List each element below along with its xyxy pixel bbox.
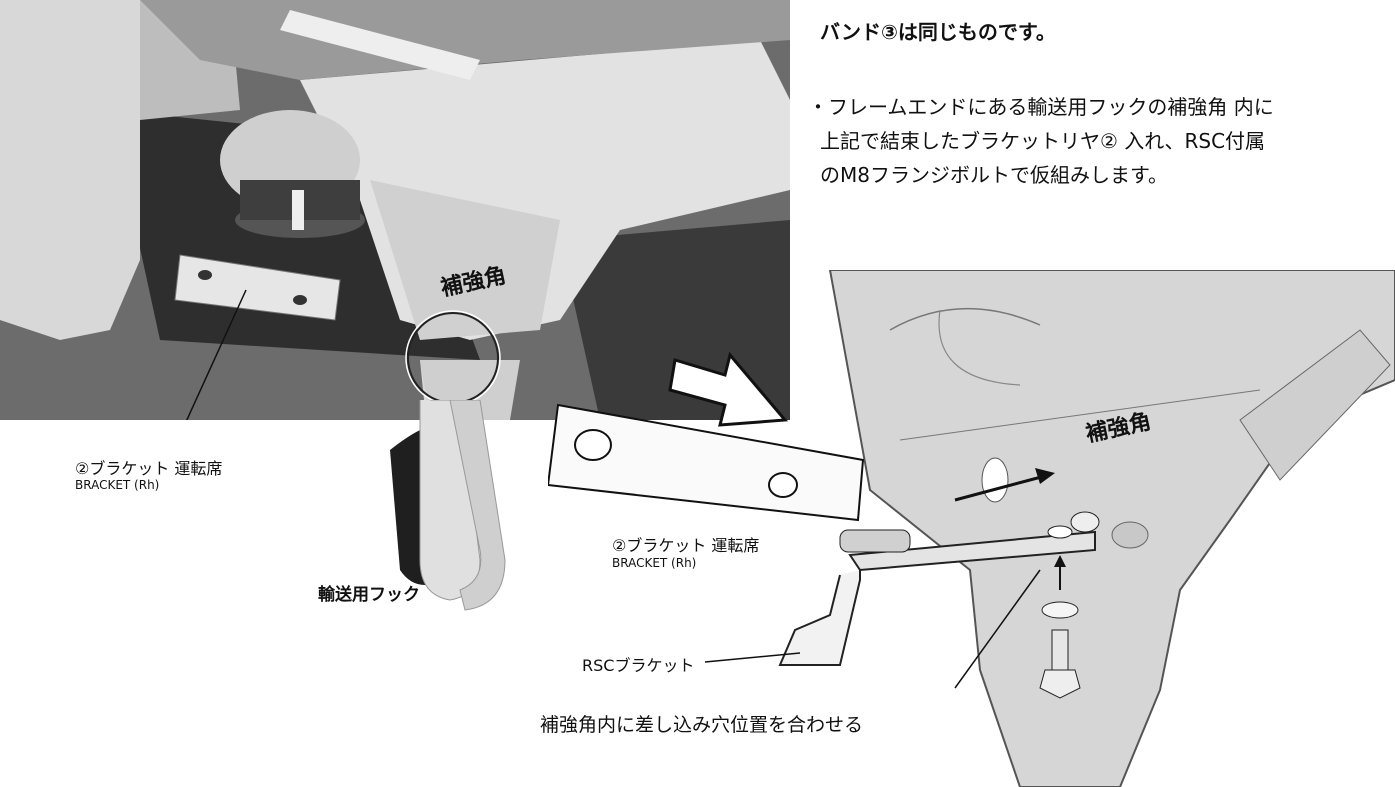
header-partial-text: バンド③は同じものです。 xyxy=(820,20,1056,44)
instruction-line-3: のM8フランジボルトで仮組みします。 xyxy=(820,163,1168,187)
diagram-bracket-en-label: BRACKET (Rh) xyxy=(612,556,697,570)
installation-diagram xyxy=(704,270,1395,787)
photo-bracket-label: ②ブラケット 運転席 xyxy=(75,459,223,478)
diagram-bracket-label: ②ブラケット 運転席 xyxy=(612,536,760,555)
instruction-line-2: 上記で結束したブラケットリヤ② 入れ、RSC付属 xyxy=(820,129,1266,153)
vehicle-underside-photo xyxy=(0,0,790,420)
photo-bracket-en-label: BRACKET (Rh) xyxy=(75,478,160,492)
instruction-text: ・フレームエンドにある輸送用フックの補強角 内に 上記で結束したブラケットリヤ②… xyxy=(808,90,1388,192)
bracket-plate-diagram xyxy=(548,403,865,522)
direction-arrow-icon xyxy=(668,351,789,427)
tow-hook-illustration xyxy=(390,400,506,611)
photo-hook-label: 輸送用フック xyxy=(318,585,420,605)
diagram-rsc-label: RSCブラケット xyxy=(582,656,695,675)
diagram-align-label: 補強角内に差し込み穴位置を合わせる xyxy=(540,714,864,736)
instruction-line-1: ・フレームエンドにある輸送用フックの補強角 内に xyxy=(808,95,1274,119)
